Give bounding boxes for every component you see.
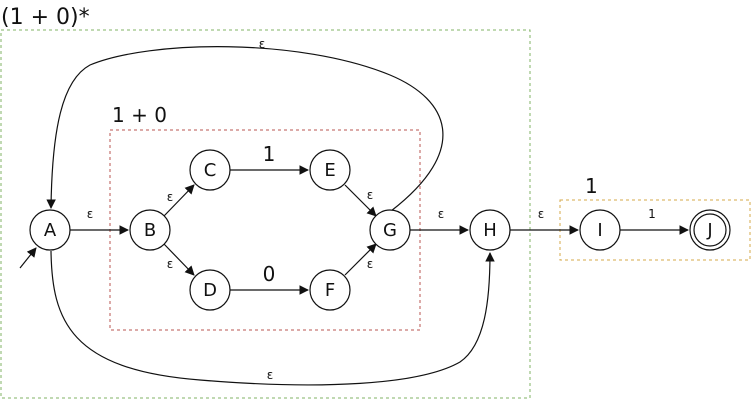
edge-label-f-g: ε bbox=[367, 257, 374, 271]
edge-label-d-f: 0 bbox=[263, 262, 276, 286]
state-h-label: H bbox=[483, 220, 497, 241]
edge-label-h-i: ε bbox=[538, 207, 545, 221]
edge-label-b-c: ε bbox=[167, 190, 174, 204]
edge-a-to-h bbox=[50, 250, 495, 386]
state-c: C bbox=[189, 149, 231, 191]
start-arrow bbox=[19, 247, 37, 269]
edge-label-e-g: ε bbox=[367, 188, 374, 202]
edge-f-to-g bbox=[344, 243, 377, 276]
state-b: B bbox=[129, 209, 171, 251]
outer-group-box bbox=[0, 29, 531, 399]
state-d-label: D bbox=[203, 280, 217, 301]
edge-label-b-d: ε bbox=[167, 257, 174, 271]
state-g: G bbox=[369, 209, 411, 251]
state-f: F bbox=[309, 269, 351, 311]
state-e: E bbox=[309, 149, 351, 191]
inner-group-label: 1 + 0 bbox=[112, 103, 167, 127]
edge-b-to-d bbox=[163, 243, 195, 276]
state-a-label: A bbox=[44, 220, 57, 241]
state-g-label: G bbox=[383, 220, 397, 241]
edge-label-a-h: ε bbox=[267, 368, 274, 382]
state-i: I bbox=[579, 209, 621, 251]
edge-label-g-h: ε bbox=[438, 207, 445, 221]
state-c-label: C bbox=[204, 160, 217, 181]
edge-g-to-a bbox=[46, 46, 444, 212]
state-j-label: J bbox=[706, 220, 712, 241]
edge-label-g-a: ε bbox=[259, 37, 266, 51]
state-f-label: F bbox=[325, 280, 335, 301]
one-group-label: 1 bbox=[585, 174, 598, 198]
state-a: A bbox=[29, 209, 71, 251]
state-e-label: E bbox=[324, 160, 335, 181]
edge-label-c-e: 1 bbox=[263, 142, 276, 166]
edge-label-a-b: ε bbox=[87, 207, 94, 221]
edge-e-to-g bbox=[344, 184, 377, 217]
edge-b-to-c bbox=[163, 184, 195, 217]
state-h: H bbox=[469, 209, 511, 251]
state-i-label: I bbox=[597, 220, 602, 241]
state-d: D bbox=[189, 269, 231, 311]
edge-label-i-j: 1 bbox=[648, 207, 656, 221]
state-j-accepting: J bbox=[689, 209, 731, 251]
state-b-label: B bbox=[144, 220, 156, 241]
outer-group-label: (1 + 0)* bbox=[1, 5, 90, 30]
